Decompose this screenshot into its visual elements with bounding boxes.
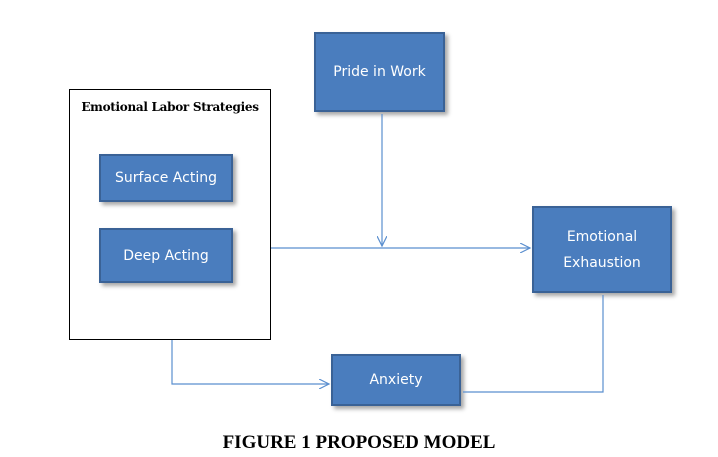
node-pride-in-work-label: Pride in Work xyxy=(333,64,426,80)
node-anxiety: Anxiety xyxy=(331,354,461,406)
group-title: Emotional Labor Strategies xyxy=(81,100,259,114)
emotional-labor-strategies-group: Emotional Labor Strategies xyxy=(69,89,271,340)
node-deep-acting-label: Deep Acting xyxy=(123,247,209,264)
edge-strategies-to-anxiety xyxy=(171,340,329,384)
figure-caption: FIGURE 1 PROPOSED MODEL xyxy=(222,432,496,453)
node-surface-acting-label: Surface Acting xyxy=(115,170,217,186)
node-deep-acting: Deep Acting xyxy=(99,228,233,283)
node-surface-acting: Surface Acting xyxy=(99,154,233,202)
edge-exhaustion-to-anxiety xyxy=(463,295,604,393)
node-anxiety-label: Anxiety xyxy=(369,372,423,388)
node-emotional-exhaustion-label-2: Exhaustion xyxy=(563,254,641,271)
node-pride-in-work: Pride in Work xyxy=(314,32,445,112)
node-emotional-exhaustion: Emotional Exhaustion xyxy=(532,206,672,293)
node-emotional-exhaustion-label-1: Emotional xyxy=(566,228,638,245)
